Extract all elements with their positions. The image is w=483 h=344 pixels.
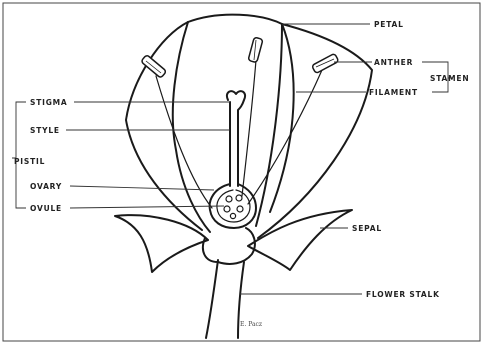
- artist-signature: E. Pacz: [240, 321, 262, 328]
- label-sepal: SEPAL: [352, 224, 382, 233]
- label-anther: ANTHER: [374, 58, 413, 67]
- label-ovule: OVULE: [30, 204, 62, 213]
- label-ovary: OVARY: [30, 182, 62, 191]
- label-pistil: PISTIL: [14, 157, 45, 166]
- label-filament: FILAMENT: [369, 88, 418, 97]
- label-flower-stalk: FLOWER STALK: [366, 290, 440, 299]
- label-style: STYLE: [30, 126, 60, 135]
- label-stamen: STAMEN: [430, 74, 469, 83]
- label-stigma: STIGMA: [30, 98, 68, 107]
- label-petal: PETAL: [374, 20, 404, 29]
